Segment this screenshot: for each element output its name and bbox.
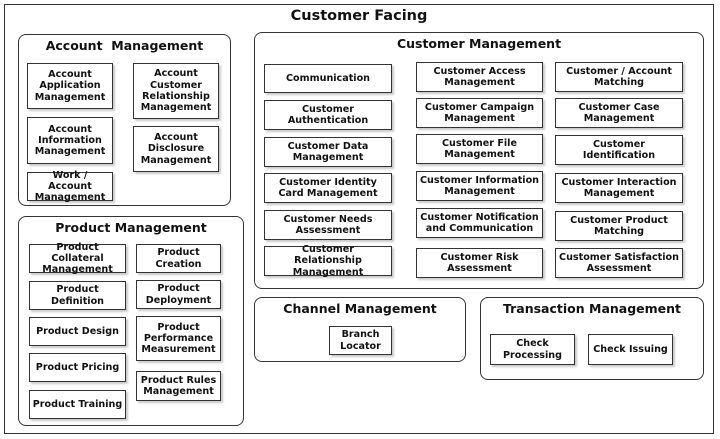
communication-box: Communication [264, 64, 392, 93]
product-design-box: Product Design [29, 317, 126, 346]
customer-product-matching-box: Customer Product Matching [555, 211, 683, 241]
customer-relationship-management-box: Customer Relationship Management [264, 244, 392, 278]
channel-management-title: Channel Management [283, 301, 437, 316]
check-processing-box: Check Processing [490, 334, 575, 365]
customer-satisfaction-assessment-box: Customer Satisfaction Assessment [555, 248, 683, 278]
customer-notification-and-communication-box: Customer Notification and Communication [416, 208, 543, 238]
account-application-management-box: Account Application Management [27, 63, 113, 109]
product-collateral-management-box: Product Collateral Management [29, 242, 126, 275]
account-disclosure-management-box: Account Disclosure Management [133, 126, 219, 172]
product-creation-box: Product Creation [136, 244, 221, 273]
account-information-management-box: Account Information Management [27, 117, 113, 164]
customer-account-matching-box: Customer / Account Matching [555, 62, 683, 92]
customer-information-management-box: Customer Information Management [416, 171, 543, 201]
customer-management-title: Customer Management [396, 36, 562, 51]
account-customer-relationship-management-box: Account Customer Relationship Management [133, 63, 219, 119]
customer-authentication-box: Customer Authentication [264, 100, 392, 130]
customer-needs-assessment-box: Customer Needs Assessment [264, 210, 392, 240]
work-account-management-box: Work / Account Management [27, 170, 113, 203]
customer-identity-card-management-box: Customer Identity Card Management [264, 173, 392, 203]
check-issuing-box: Check Issuing [588, 334, 673, 365]
account-management-title: Account Management [45, 38, 204, 53]
product-training-box: Product Training [29, 390, 126, 419]
customer-case-management-box: Customer Case Management [555, 98, 683, 128]
customer-data-management-box: Customer Data Management [264, 137, 392, 167]
product-management-title: Product Management [55, 220, 207, 235]
diagram-title: Customer Facing [290, 8, 428, 24]
customer-campaign-management-box: Customer Campaign Management [416, 98, 543, 128]
product-deployment-box: Product Deployment [136, 280, 221, 309]
customer-file-management-box: Customer File Management [416, 134, 543, 164]
branch-locator-box: Branch Locator [329, 326, 392, 355]
customer-interaction-management-box: Customer Interaction Management [555, 173, 683, 203]
product-pricing-box: Product Pricing [29, 353, 126, 382]
product-definition-box: Product Definition [29, 281, 126, 310]
customer-identification-box: Customer Identification [555, 135, 683, 165]
customer-risk-assessment-box: Customer Risk Assessment [416, 248, 543, 278]
product-rules-management-box: Product Rules Management [136, 371, 221, 401]
customer-access-management-box: Customer Access Management [416, 62, 543, 92]
product-performance-measurement-box: Product Performance Measurement [136, 316, 221, 361]
transaction-management-title: Transaction Management [502, 301, 682, 316]
